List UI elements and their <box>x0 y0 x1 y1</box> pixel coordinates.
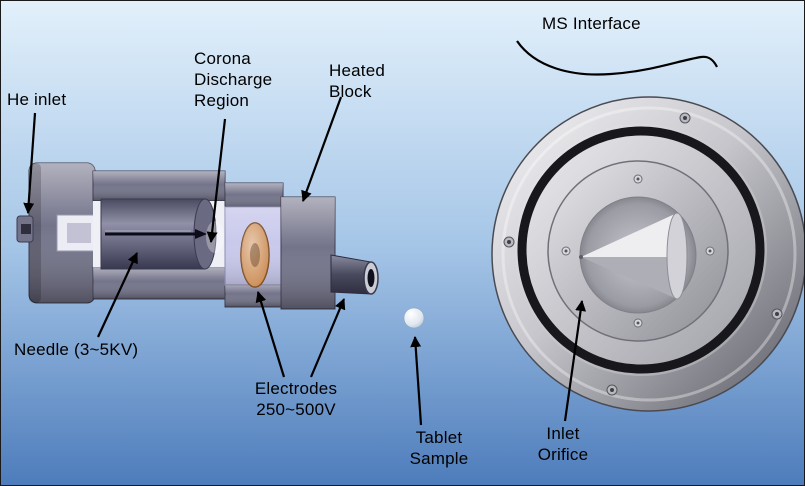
bolt-hole-center <box>775 312 779 316</box>
cone-base <box>666 212 688 300</box>
arrow-inlet-orifice <box>563 300 587 422</box>
left-cap <box>16 162 96 304</box>
left-cap-edge <box>29 163 41 303</box>
inlet-orifice-label: Inlet Orifice <box>537 424 589 464</box>
screw-hole-center <box>708 249 712 253</box>
exit-tube-bore <box>367 269 375 287</box>
needle-label: Needle (3~5KV) <box>14 340 139 359</box>
interface-rim-highlight <box>501 106 797 402</box>
ion-source-apparatus <box>16 162 379 310</box>
electrodes-label: Electrodes 250~500V <box>254 379 338 419</box>
arrow-needle <box>97 252 138 338</box>
corona-region <box>206 221 224 253</box>
housing-step-top-shading <box>225 183 283 209</box>
annotation-arrows <box>23 40 718 426</box>
arrow-heated-block <box>301 96 343 202</box>
arrow-tablet-sample <box>410 336 423 426</box>
ms-interface <box>491 96 804 412</box>
arrow-electrodes-tube <box>309 298 346 378</box>
screw-hole-center <box>636 321 640 325</box>
cap-insert-core <box>67 223 91 243</box>
o-ring <box>517 126 765 374</box>
exit-tube <box>330 254 379 295</box>
needle-tip <box>195 229 207 239</box>
corona-discharge-label: Corona Discharge Region <box>194 49 273 110</box>
electrode-disc-center <box>250 243 260 267</box>
he-inlet-bore <box>21 224 31 234</box>
bolt-hole-center <box>683 116 687 120</box>
needle <box>105 229 207 239</box>
screw-hole-center <box>636 177 640 181</box>
screw-hole-center <box>564 249 568 253</box>
cone-lower-face <box>581 257 677 299</box>
arrow-he-inlet <box>23 112 37 214</box>
ms-interface-label: MS Interface <box>542 14 641 33</box>
arrow-electrodes-disc <box>255 291 286 378</box>
housing-top-wall-shading <box>93 171 225 201</box>
electrode-disc-shine <box>241 223 269 287</box>
electrode-disc <box>240 222 270 288</box>
inlet-cone-assembly <box>579 196 697 314</box>
bolt-hole-center <box>507 240 511 244</box>
arrow-corona-discharge <box>206 118 227 243</box>
flange-bolt-holes <box>503 112 783 396</box>
tablet-sphere <box>403 307 425 329</box>
heated-block-shading <box>281 197 335 309</box>
heated-block-label: Heated Block <box>329 61 386 101</box>
plate-screw-holes <box>561 174 715 328</box>
he-inlet-label: He inlet <box>7 90 67 109</box>
tablet-sample-label: Tablet Sample <box>409 428 469 468</box>
ms-interface-brace <box>516 40 718 76</box>
bolt-hole-center <box>610 388 614 392</box>
cone-upper-face <box>581 213 677 257</box>
inlet-orifice-point <box>579 255 583 259</box>
housing-bottom-wall-shading <box>93 267 225 299</box>
